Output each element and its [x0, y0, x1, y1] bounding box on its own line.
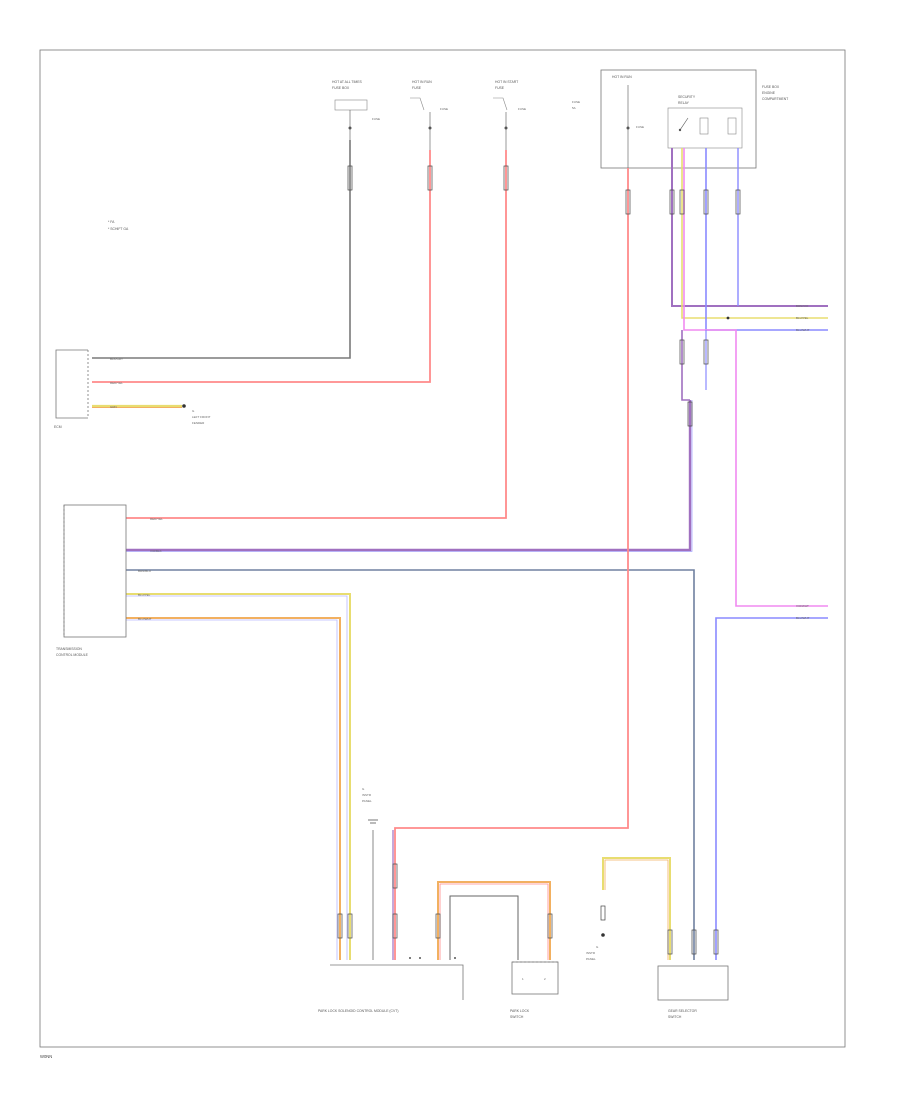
tcm-label-b: CONTROL MODULE — [56, 653, 89, 657]
ecm-wire-3: GRN — [110, 405, 117, 409]
diagram-frame — [39, 49, 846, 1048]
ecm-label: ECM — [54, 425, 62, 429]
top-fuse-3-label-a: HOT IN START — [495, 80, 518, 84]
svg-text:PANEL: PANEL — [586, 957, 596, 961]
top-fuse-2: HOT IN RUN FUSE FUSE — [410, 80, 448, 150]
connector-marks — [337, 165, 741, 955]
bottom-ground-2: G INSTR PANEL — [586, 933, 605, 961]
svg-text:ENGINE: ENGINE — [762, 91, 776, 95]
wire-blue-right — [715, 617, 828, 960]
svg-text:BLU/YEL: BLU/YEL — [796, 316, 809, 320]
svg-text:BRN/VIO: BRN/VIO — [796, 304, 809, 308]
svg-text:BLU/WHT: BLU/WHT — [796, 616, 810, 620]
svg-text:LEFT FRONT: LEFT FRONT — [192, 415, 211, 419]
wire-relay-violet — [671, 148, 828, 307]
top-fuse-4-label: HOT IN RUN — [612, 75, 632, 79]
wire-blue-tcm — [126, 569, 695, 960]
right-connector-upper: BRN/VIO BLU/YEL BLU/WHT — [796, 304, 810, 332]
wire-violet-tcm — [126, 400, 692, 552]
top-fuse-1-label-a: HOT AT ALL TIMES — [332, 80, 363, 84]
top-fuse-4: HOT IN RUN FUSE — [600, 69, 757, 169]
bottom-ground: G INSTR PANEL — [362, 787, 378, 824]
right-connector-lower: VIO/WHT BLU/WHT — [796, 604, 810, 620]
bottom-module-1-label: PARK LOCK SOLENOID CONTROL MODULE (CVT) — [318, 1009, 398, 1013]
tcm-wire-4: BLU/YEL — [138, 593, 151, 597]
svg-text:GEAR SELECTOR: GEAR SELECTOR — [668, 1009, 697, 1013]
svg-text:1: 1 — [522, 977, 524, 981]
top-fuse-2-label-a: HOT IN RUN — [412, 80, 432, 84]
ecm-wire-2: RED/YEL — [110, 381, 123, 385]
svg-text:FUSE: FUSE — [572, 100, 580, 104]
svg-text:FUSE: FUSE — [440, 107, 448, 111]
svg-text:PARK LOCK: PARK LOCK — [510, 1009, 530, 1013]
wire-magenta-right — [683, 148, 828, 607]
top-fuse-1: HOT AT ALL TIMES FUSE BOX FUSE — [332, 80, 380, 140]
wire-yellow-gear — [602, 857, 671, 960]
svg-text:FUSE: FUSE — [518, 107, 526, 111]
top-fuse-3: HOT IN START FUSE FUSE — [493, 80, 526, 150]
wire-gray-ecm — [92, 140, 351, 359]
svg-text:G: G — [192, 409, 195, 413]
wire-red-ecm — [92, 150, 431, 383]
ecm-wire-1: BLK/GRY — [110, 357, 123, 361]
tcm-wire-2: VIO/BLK — [150, 549, 162, 553]
top-relay-label-b: RELAY — [678, 101, 690, 105]
wire-orange-tcm — [126, 617, 341, 960]
tcm-wire-5: BLU/WHT — [138, 617, 152, 621]
svg-text:2: 2 — [544, 977, 546, 981]
left-ground-note: G LEFT FRONT FENDER — [192, 409, 211, 425]
footer-code: W0NN — [40, 1054, 52, 1059]
svg-text:G: G — [596, 945, 599, 949]
svg-text:INSTR: INSTR — [586, 951, 596, 955]
transmission-module: TRANSMISSION CONTROL MODULE RED/YEL VIO/… — [56, 504, 163, 657]
top-relay-label-a: SECURITY — [678, 95, 696, 99]
svg-text:5A: 5A — [572, 106, 576, 110]
tcm-label-a: TRANSMISSION — [56, 647, 82, 651]
top-fuse-3-label-b: FUSE — [495, 86, 505, 90]
svg-text:G: G — [362, 787, 365, 791]
legend: * FA * SCHIFT GA — [108, 220, 129, 231]
bottom-module-3: GEAR SELECTOR SWITCH — [657, 965, 729, 1019]
svg-text:PANEL: PANEL — [362, 799, 372, 803]
tcm-wire-3: BRN/BLU — [138, 569, 151, 573]
wire-red-tcm — [126, 150, 507, 519]
svg-text:COMPARTMENT: COMPARTMENT — [762, 97, 788, 101]
left-ecm: ECM BLK/GRY RED/YEL GRN — [54, 349, 123, 429]
legend-line-1: * FA — [108, 220, 115, 224]
wire-orange-parklock — [437, 881, 551, 960]
top-fuse-1-label-b: FUSE BOX — [332, 86, 350, 90]
svg-text:FUSE: FUSE — [372, 117, 380, 121]
tcm-wire-1: RED/YEL — [150, 517, 163, 521]
top-relay: SECURITY RELAY — [667, 95, 743, 149]
svg-text:SWITCH: SWITCH — [510, 1015, 524, 1019]
bottom-module-1: PARK LOCK SOLENOID CONTROL MODULE (CVT) — [318, 957, 464, 1013]
svg-text:FUSE BOX: FUSE BOX — [762, 85, 780, 89]
svg-text:VIO/WHT: VIO/WHT — [796, 604, 809, 608]
svg-text:BLU/WHT: BLU/WHT — [796, 328, 810, 332]
legend-line-2: * SCHIFT GA — [108, 227, 129, 231]
wire-red-fuse4 — [394, 168, 629, 960]
top-fuse-2-label-b: FUSE — [412, 86, 422, 90]
bottom-module-2: 1 2 PARK LOCK SWITCH — [510, 961, 559, 1019]
svg-text:SWITCH: SWITCH — [668, 1015, 682, 1019]
svg-text:FENDER: FENDER — [192, 421, 205, 425]
top-right-note: FUSE BOX ENGINE COMPARTMENT — [762, 85, 788, 101]
svg-text:INSTR: INSTR — [362, 793, 372, 797]
wire-yellow-tcm — [126, 593, 351, 960]
svg-text:FUSE: FUSE — [636, 125, 644, 129]
